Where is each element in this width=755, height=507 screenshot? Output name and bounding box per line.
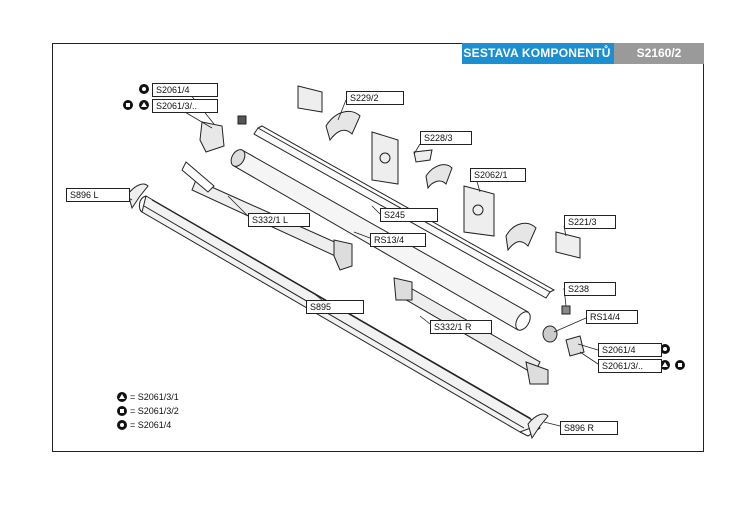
label-s229-2: S229/2 <box>346 91 404 105</box>
label-s221-3: S221/3 <box>564 215 616 229</box>
cap-s896-right-part <box>527 413 549 440</box>
legend-triangle-text: = S2061/3/1 <box>130 392 179 402</box>
header-title: SESTAVA KOMPONENTŮ <box>463 46 611 60</box>
square-icon <box>675 360 685 370</box>
legend-gear-text: = S2061/4 <box>130 420 172 430</box>
legend-square-text: = S2061/3/2 <box>130 406 179 416</box>
triangle-icon <box>117 392 127 402</box>
bracket-s2062-upper-part <box>371 131 399 185</box>
end-cap-right-part <box>565 335 585 357</box>
gear-icon <box>117 420 127 430</box>
gear-icon <box>139 84 149 94</box>
label-s896-r: S896 R <box>560 421 618 435</box>
label-s2061-4-top: S2061/4 <box>152 83 218 97</box>
label-s245: S245 <box>380 208 438 222</box>
square-icon <box>117 406 127 416</box>
label-s2061-4-bottom: S2061/4 <box>598 343 662 357</box>
label-s895: S895 <box>306 300 364 314</box>
label-s2062-1: S2062/1 <box>470 168 526 182</box>
label-s332-1-l: S332/1 L <box>248 213 310 227</box>
header-code: S2160/2 <box>636 46 682 60</box>
label-s896-l: S896 L <box>66 188 130 202</box>
label-s238: S238 <box>564 282 616 296</box>
triangle-icon <box>660 360 670 370</box>
header-code-background <box>614 43 704 64</box>
label-s2061-3-bottom: S2061/3/.. <box>598 359 662 373</box>
end-cap-left-part <box>199 115 247 153</box>
label-rs13-4: RS13/4 <box>370 233 426 247</box>
clip-s228-part <box>413 149 453 190</box>
bracket-s2062-lower-part <box>463 185 537 252</box>
leader-lines <box>121 93 599 427</box>
gear-icon <box>660 344 670 354</box>
bracket-s229-part <box>297 85 361 142</box>
label-s228-3: S228/3 <box>420 131 472 145</box>
label-s332-1-r: S332/1 R <box>430 320 492 334</box>
cap-s896-left-part <box>127 183 149 210</box>
label-s2061-3-top: S2061/3/.. <box>152 99 218 113</box>
label-rs14-4: RS14/4 <box>586 310 638 324</box>
plug-rs14-part <box>542 325 558 343</box>
small-block-s238-part <box>561 305 571 315</box>
end-plate-s221-part <box>555 231 581 259</box>
square-icon <box>123 100 133 110</box>
diagram-frame <box>52 43 704 452</box>
triangle-icon <box>139 100 149 110</box>
